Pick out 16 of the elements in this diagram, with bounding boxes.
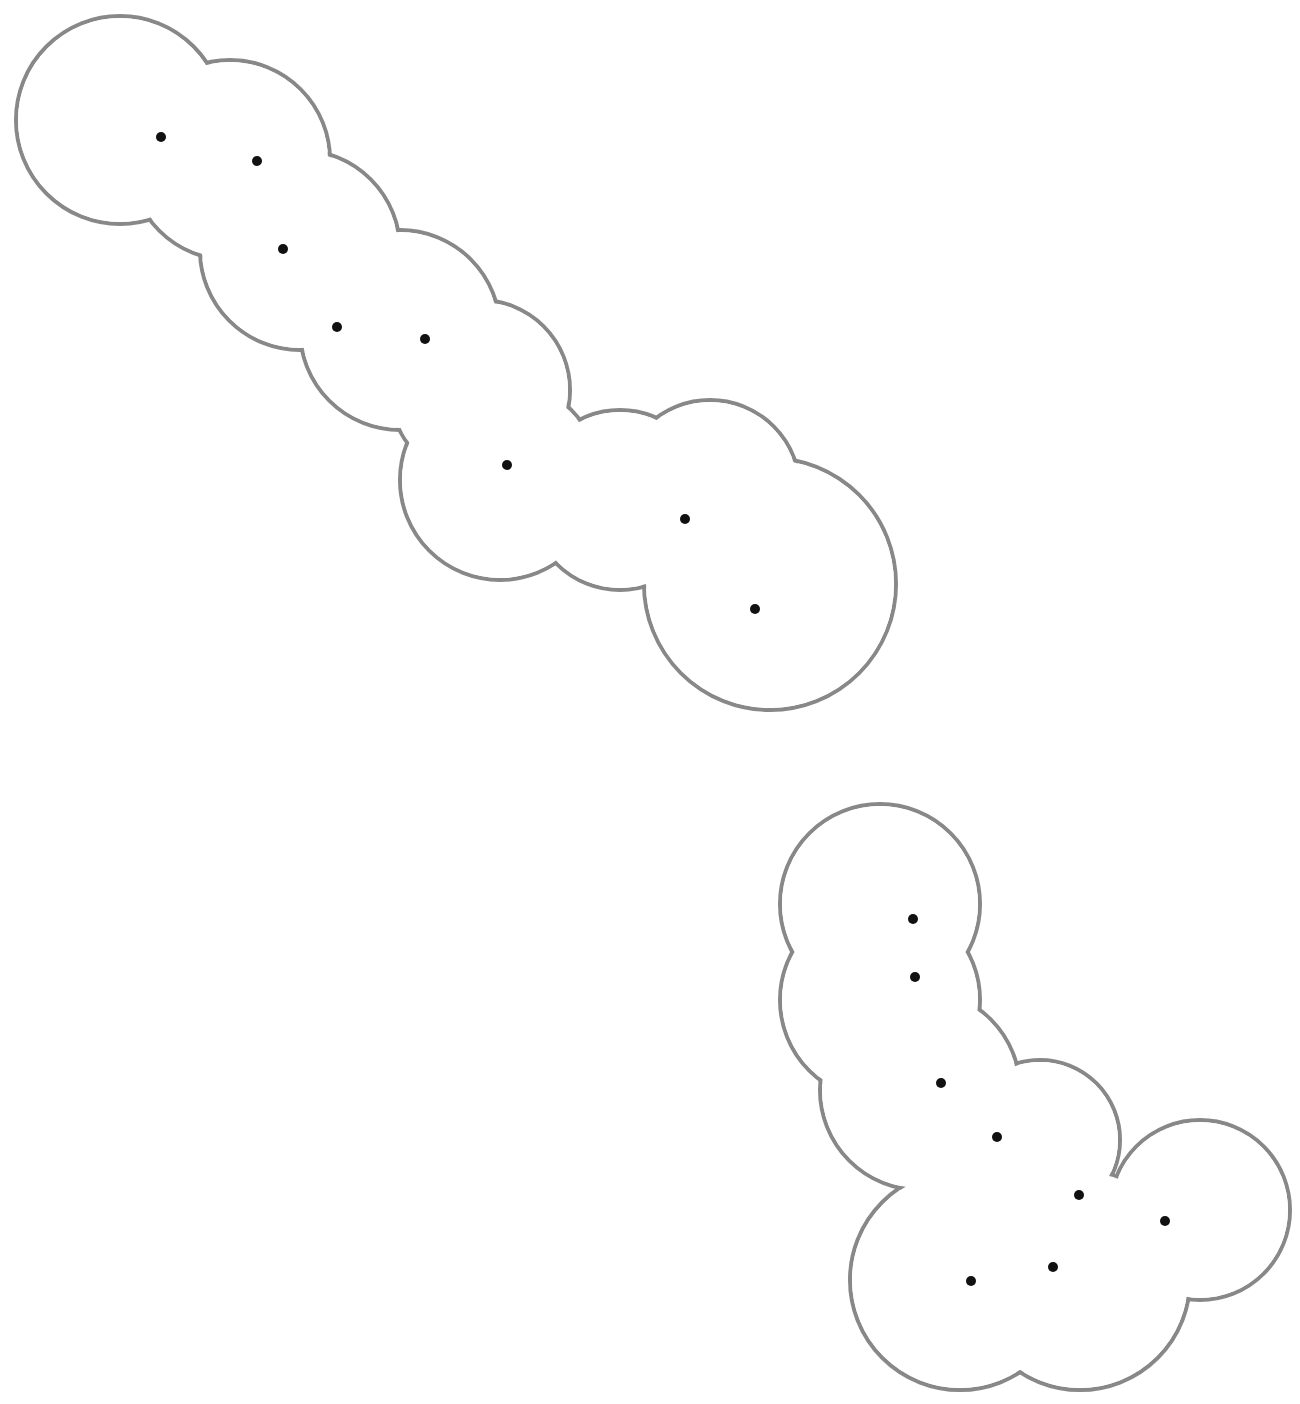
dot — [501, 459, 511, 469]
dot — [419, 333, 429, 343]
dot — [1159, 1215, 1169, 1225]
dot — [907, 913, 917, 923]
dot — [277, 243, 287, 253]
dot — [991, 1131, 1001, 1141]
dot — [749, 603, 759, 613]
dot — [679, 513, 689, 523]
dot — [251, 155, 261, 165]
dot — [965, 1275, 975, 1285]
dot — [1073, 1189, 1083, 1199]
dot — [155, 131, 165, 141]
dot — [935, 1077, 945, 1087]
dot — [1047, 1261, 1057, 1271]
dot — [331, 321, 341, 331]
dot — [909, 971, 919, 981]
